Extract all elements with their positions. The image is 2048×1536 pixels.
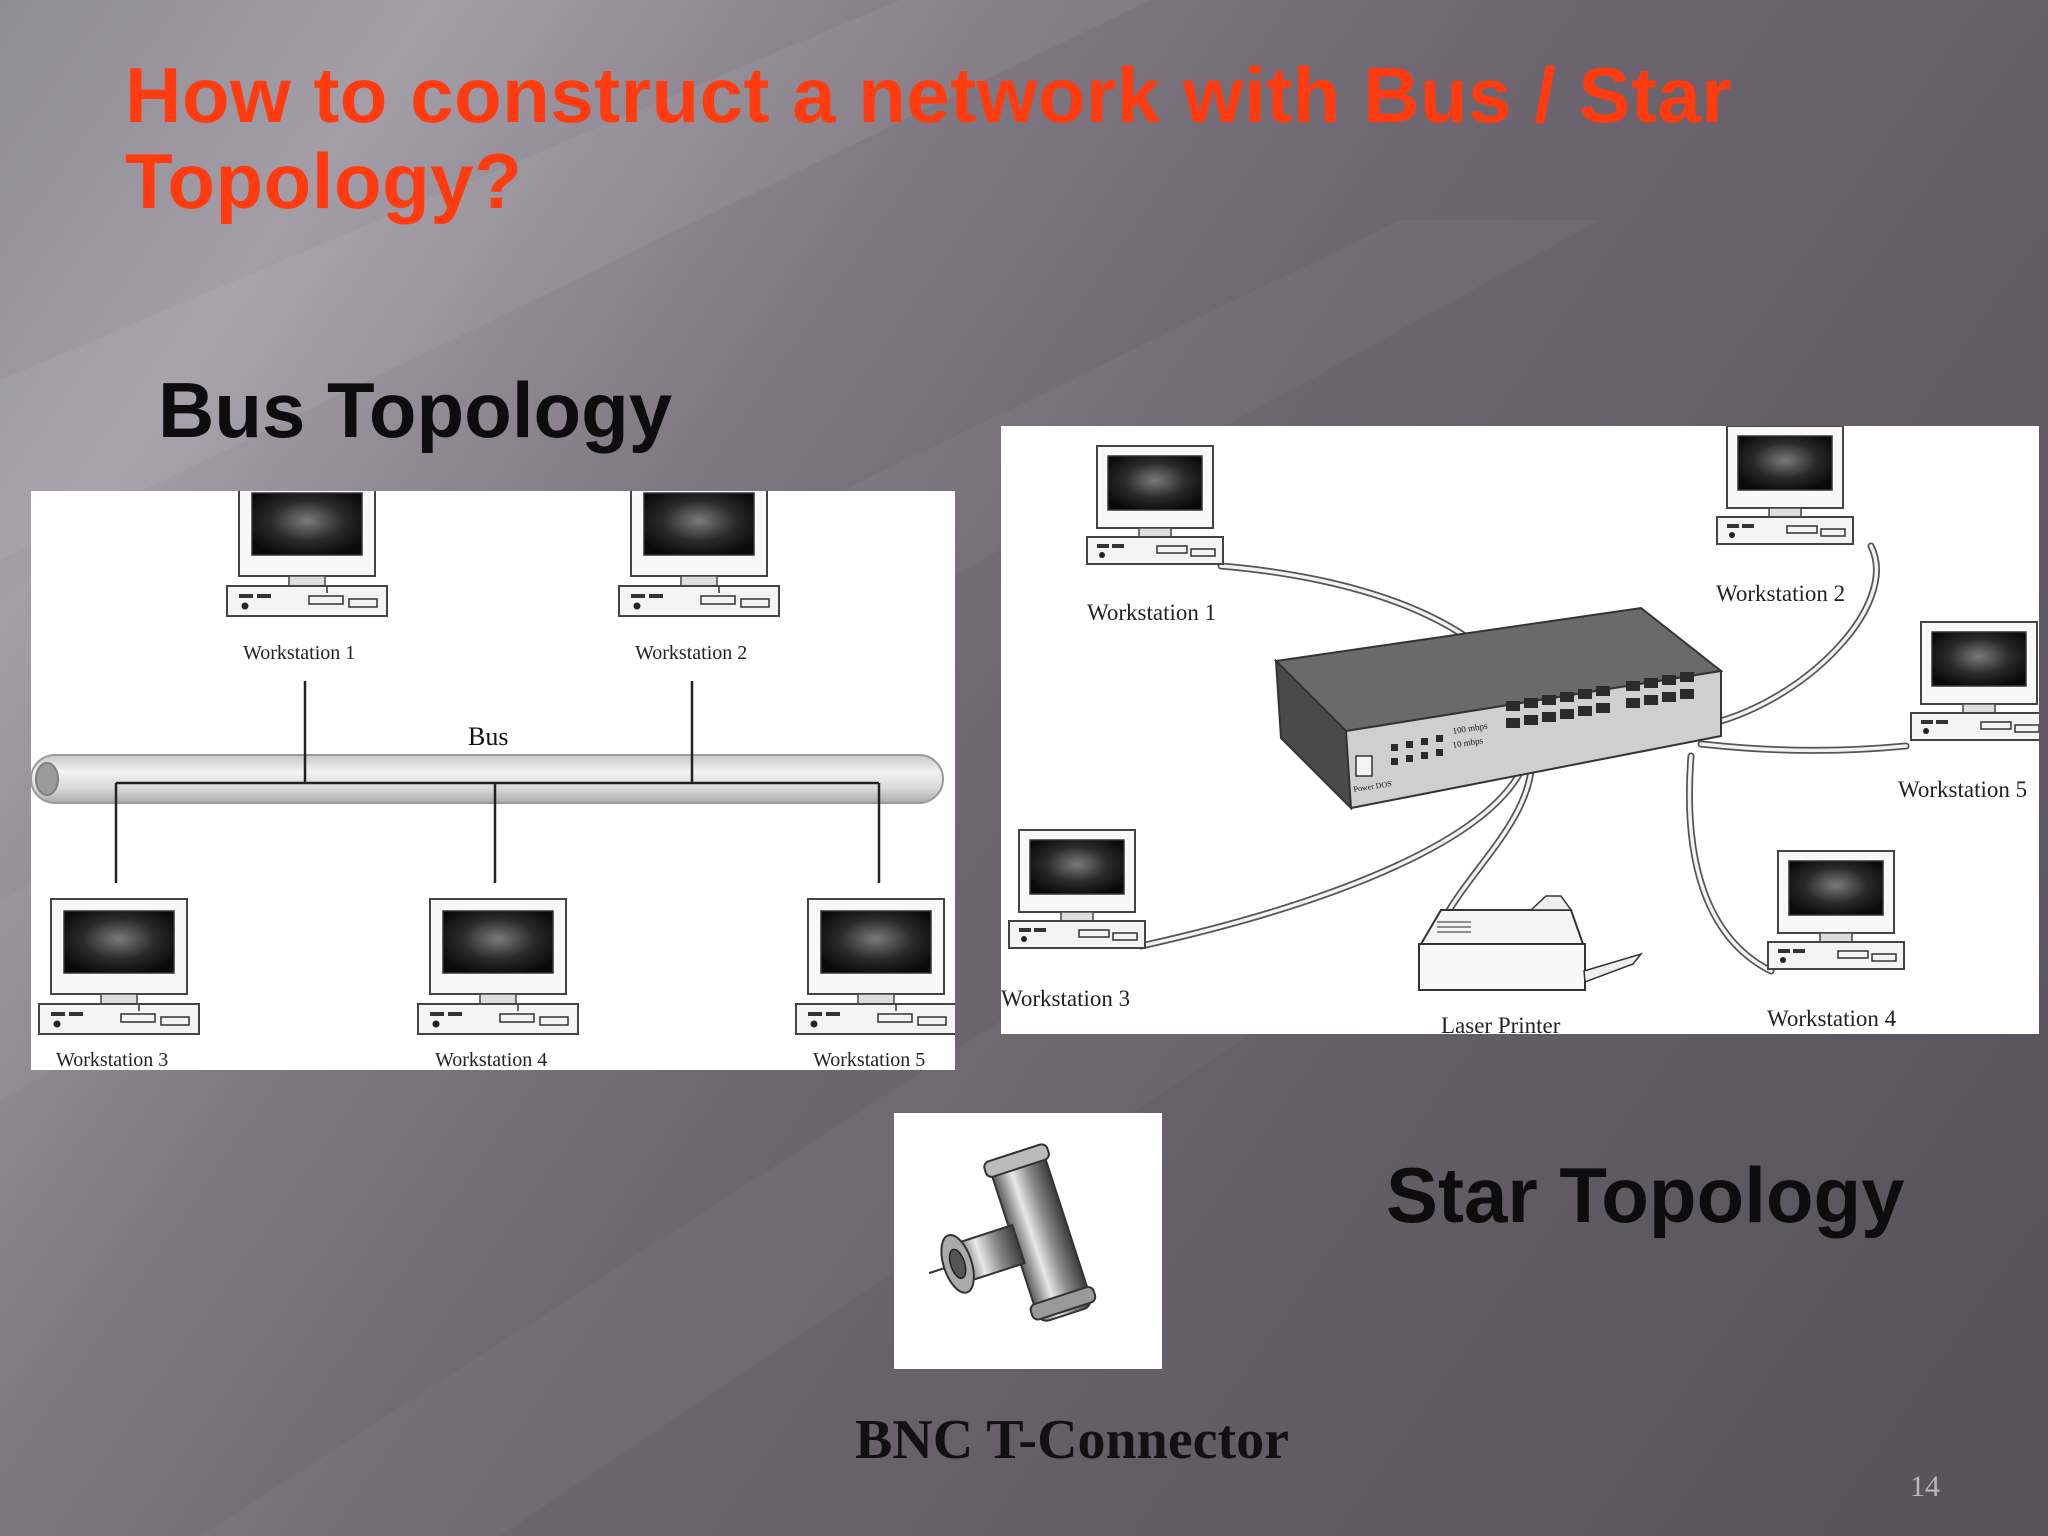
- star-workstation-3-label: Workstation 3: [1001, 986, 1130, 1011]
- laser-printer: [1419, 896, 1641, 990]
- bus-workstation-2: [619, 491, 779, 616]
- bus-topology-diagram: Bus Workstation 1 Workstation 2 Workstat…: [31, 491, 955, 1070]
- star-workstation-3: [1009, 830, 1145, 948]
- bus-workstation-1: [227, 491, 387, 616]
- star-workstation-4: [1768, 851, 1904, 969]
- bus-workstation-3-label: Workstation 3: [56, 1049, 168, 1070]
- bus-workstation-3: [39, 899, 199, 1034]
- star-workstation-4-label: Workstation 4: [1767, 1006, 1897, 1031]
- network-switch: 100 mbps 10 mbps Power DOS: [1276, 608, 1721, 808]
- star-workstation-5: [1911, 622, 2039, 740]
- star-workstation-2: [1717, 426, 1853, 544]
- star-workstation-1-label: Workstation 1: [1087, 600, 1216, 625]
- slide-title: How to construct a network with Bus / St…: [125, 52, 1825, 224]
- bnc-t-connector-image: [894, 1113, 1162, 1369]
- bus-topology-heading: Bus Topology: [158, 365, 672, 456]
- bus-workstation-1-label: Workstation 1: [243, 642, 355, 664]
- star-workstation-1: [1087, 446, 1223, 564]
- star-workstation-2-label: Workstation 2: [1716, 581, 1845, 606]
- bus-workstation-5-label: Workstation 5: [813, 1049, 925, 1070]
- star-topology-heading: Star Topology: [1386, 1150, 1905, 1241]
- page-number: 14: [1910, 1470, 1940, 1504]
- star-topology-diagram: 100 mbps 10 mbps Power DOS Workstation 1…: [1001, 426, 2039, 1034]
- laser-printer-label: Laser Printer: [1441, 1013, 1561, 1034]
- star-workstation-5-label: Workstation 5: [1898, 777, 2027, 802]
- bus-workstation-2-label: Workstation 2: [635, 642, 747, 664]
- bus-workstation-4-label: Workstation 4: [435, 1049, 547, 1070]
- bnc-t-connector-caption: BNC T-Connector: [855, 1408, 1289, 1472]
- bus-workstation-5: [796, 899, 955, 1034]
- bus-label: Bus: [468, 722, 508, 751]
- bus-workstation-4: [418, 899, 578, 1034]
